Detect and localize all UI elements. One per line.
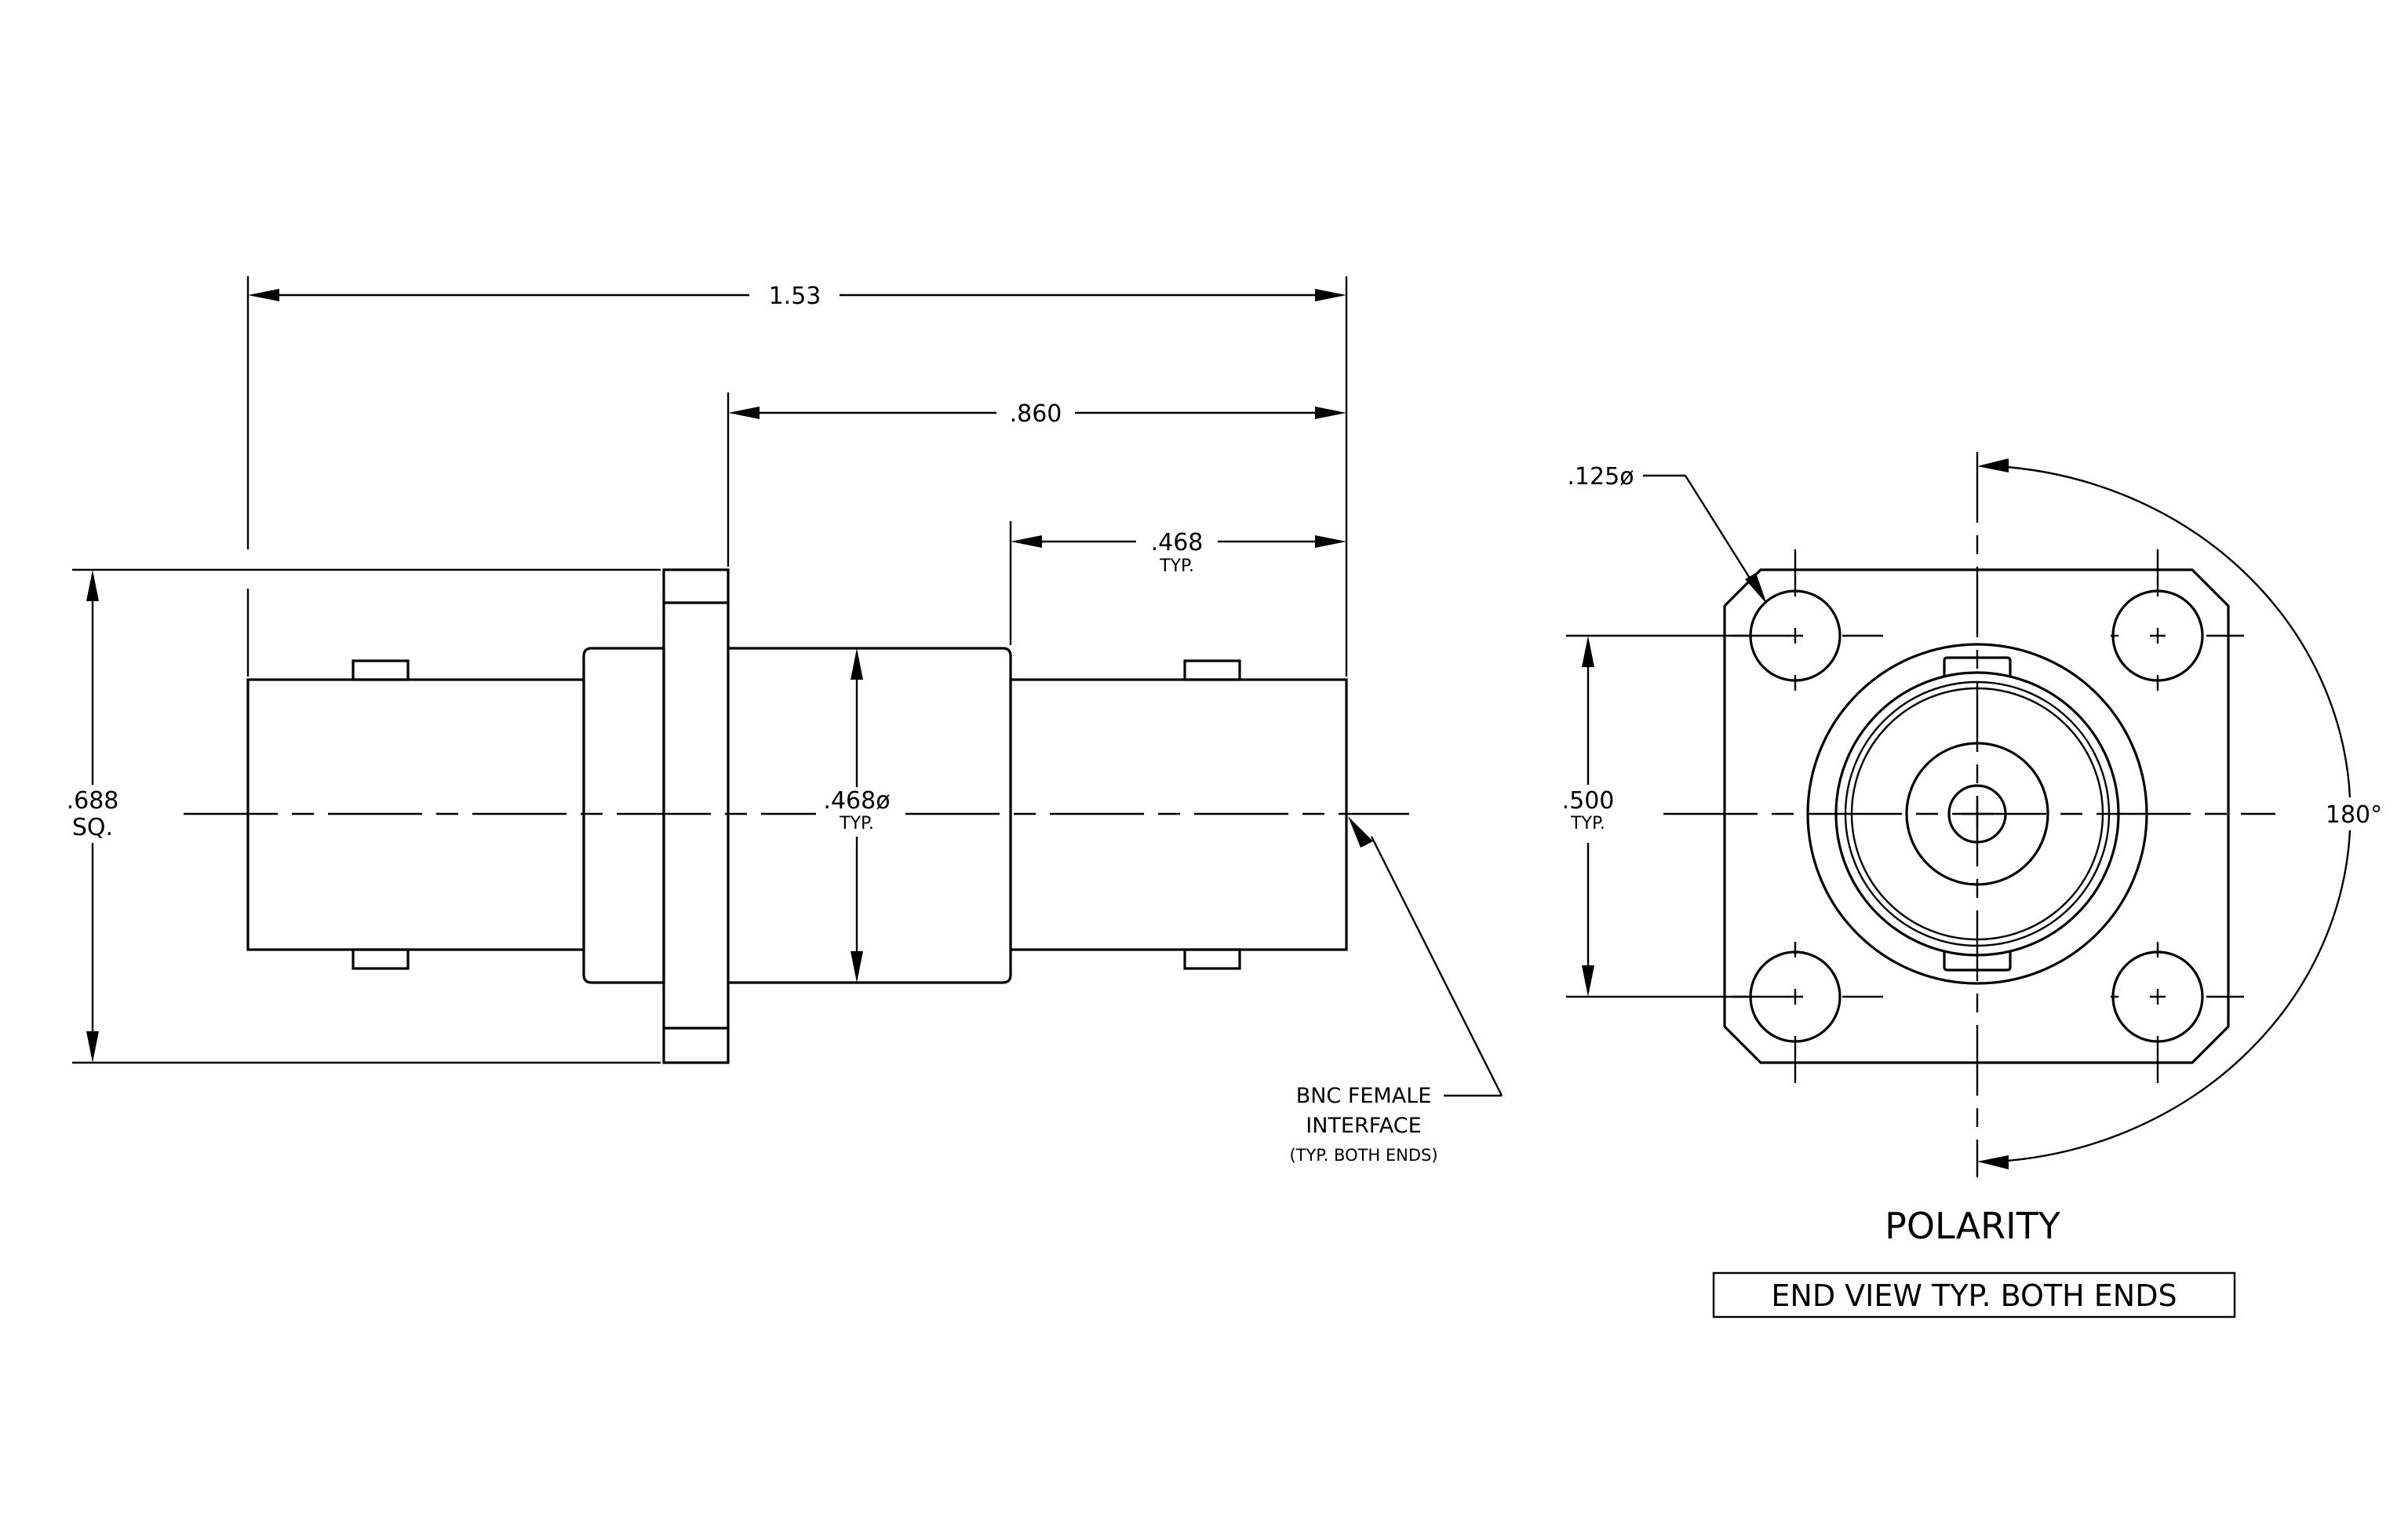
- end-length-label: .468: [1151, 529, 1204, 556]
- end-view-title: POLARITY: [1885, 1205, 2061, 1247]
- interface-callout: BNC FEMALE INTERFACE (TYP. BOTH ENDS): [1289, 816, 1503, 1165]
- left-bayonet-stud-top: [352, 659, 410, 681]
- dimension-end-length: .468 TYP.: [1011, 529, 1346, 576]
- flange-square-label: .688: [67, 787, 119, 815]
- body-diameter-note: TYP.: [839, 814, 874, 833]
- right-bayonet-stud-top: [1183, 659, 1241, 681]
- interface-label-line1: BNC FEMALE: [1296, 1084, 1432, 1108]
- hole-diameter-callout: .125ø: [1567, 463, 1767, 604]
- left-bayonet-stud-bottom: [352, 948, 410, 970]
- dimension-flange-square: .688 SQ.: [67, 570, 119, 1063]
- rotation-angle-label: 180°: [2326, 801, 2382, 829]
- dimension-body-diameter: .468ø TYP.: [816, 648, 898, 983]
- rotation-dimension: 180°: [1977, 458, 2385, 1169]
- interface-label-line3: (TYP. BOTH ENDS): [1289, 1146, 1437, 1165]
- dimension-hole-spacing: .500 TYP.: [1562, 634, 1789, 998]
- hole-spacing-label: .500: [1562, 787, 1615, 815]
- overall-length-label: 1.53: [769, 283, 821, 310]
- end-view-flange: [1723, 568, 2230, 1064]
- end-view: .500 TYP. .125ø 180° POLARITY END VIEW T…: [1562, 452, 2385, 1319]
- end-view-subtitle: END VIEW TYP. BOTH ENDS: [1771, 1278, 2177, 1313]
- dimension-overall-length: 1.53: [248, 283, 1346, 310]
- mounting-flange: [662, 568, 730, 1064]
- left-hub: [582, 647, 665, 984]
- flange-square-note: SQ.: [72, 814, 113, 841]
- body-diameter-label: .468ø: [823, 787, 890, 815]
- interface-label-line2: INTERFACE: [1306, 1114, 1421, 1138]
- end-view-subtitle-box: [1712, 1271, 2236, 1319]
- end-length-note: TYP.: [1159, 556, 1194, 576]
- side-view: 1.53 .860 .468 TYP. .468ø TYP.: [67, 276, 1503, 1165]
- dimension-flange-to-end: .860: [728, 400, 1346, 428]
- hole-diameter-label: .125ø: [1567, 463, 1634, 491]
- flange-to-end-label: .860: [1010, 400, 1062, 428]
- hole-spacing-note: TYP.: [1570, 814, 1605, 833]
- right-bayonet-stud-bottom: [1183, 948, 1241, 970]
